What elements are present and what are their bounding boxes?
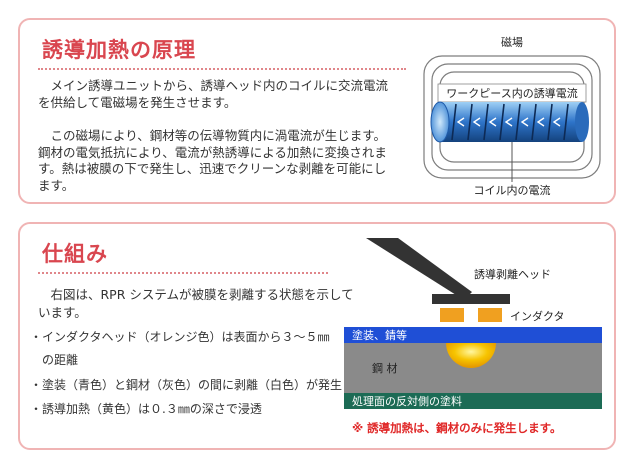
rpr-stripping-diagram: 誘導剥離ヘッド インダクタ 塗装、錆等 鋼 材 処理面の反対側の塗料 ※ 誘導加… [344, 238, 602, 435]
steel-label: 鋼 材 [372, 361, 398, 375]
inductor-label: インダクタ [510, 309, 565, 323]
stripping-head-label: 誘導剥離ヘッド [474, 267, 551, 281]
mechanism-card: 仕組み 右図は、RPR システムが被膜を剥離する状態を示しています。 ・インダク… [18, 222, 616, 450]
title-divider [38, 68, 406, 70]
bullet-item-2: ・塗装（青色）と鋼材（灰色）の間に剥離（白色）が発生 [30, 378, 343, 392]
mechanism-intro: 右図は、RPR システムが被膜を剥離する状態を示しています。 [38, 287, 354, 320]
inductor-left [440, 308, 464, 322]
induction-principle-diagram: 磁場 ワークピース内の誘導電流 コイル内の電流 [423, 36, 601, 197]
mechanism-title: 仕組み [42, 242, 108, 266]
bullet-item-1-cont: の距離 [30, 353, 79, 367]
principle-paragraph-2: この磁場により、鋼材等の伝導物質内に渦電流が生じます。鋼材の電気抵抗により、電流… [38, 128, 387, 193]
eddy-current-arrows [456, 117, 561, 127]
tube-end-left [430, 101, 450, 143]
principle-title: 誘導加熱の原理 [42, 38, 196, 62]
coating-label: 塗装、錆等 [352, 328, 407, 342]
stripping-head-base [432, 294, 510, 304]
mechanism-divider [38, 272, 328, 274]
backside-coating-layer [344, 393, 602, 409]
coating-layer [344, 327, 602, 343]
coil-windings [451, 103, 569, 141]
principle-paragraph-1: メイン誘導ユニットから、誘導ヘッド内のコイルに交流電流を供給して電磁場を発生させ… [38, 78, 389, 110]
inductor-right [478, 308, 502, 322]
tube-end-right [575, 102, 589, 142]
heating-note: ※ 誘導加熱は、鋼材のみに発生します。 [352, 421, 562, 435]
workpiece-current-label: ワークピース内の誘導電流 [446, 86, 577, 100]
induction-heating-zone [446, 343, 496, 368]
backside-coating-label: 処理面の反対側の塗料 [352, 394, 462, 408]
bullet-item-3: ・誘導加熱（黄色）は０.３㎜の深さで浸透 [30, 402, 262, 416]
magnetic-field-label: 磁場 [501, 36, 523, 49]
workpiece-tube [440, 102, 582, 142]
stripping-head-arm [366, 238, 472, 300]
coil-current-label: コイル内の電流 [474, 183, 551, 197]
bullet-item-1: ・インダクタヘッド（オレンジ色）は表面から３～５㎜ [30, 330, 330, 344]
principle-card: 誘導加熱の原理 メイン誘導ユニットから、誘導ヘッド内のコイルに交流電流を供給して… [18, 18, 616, 204]
